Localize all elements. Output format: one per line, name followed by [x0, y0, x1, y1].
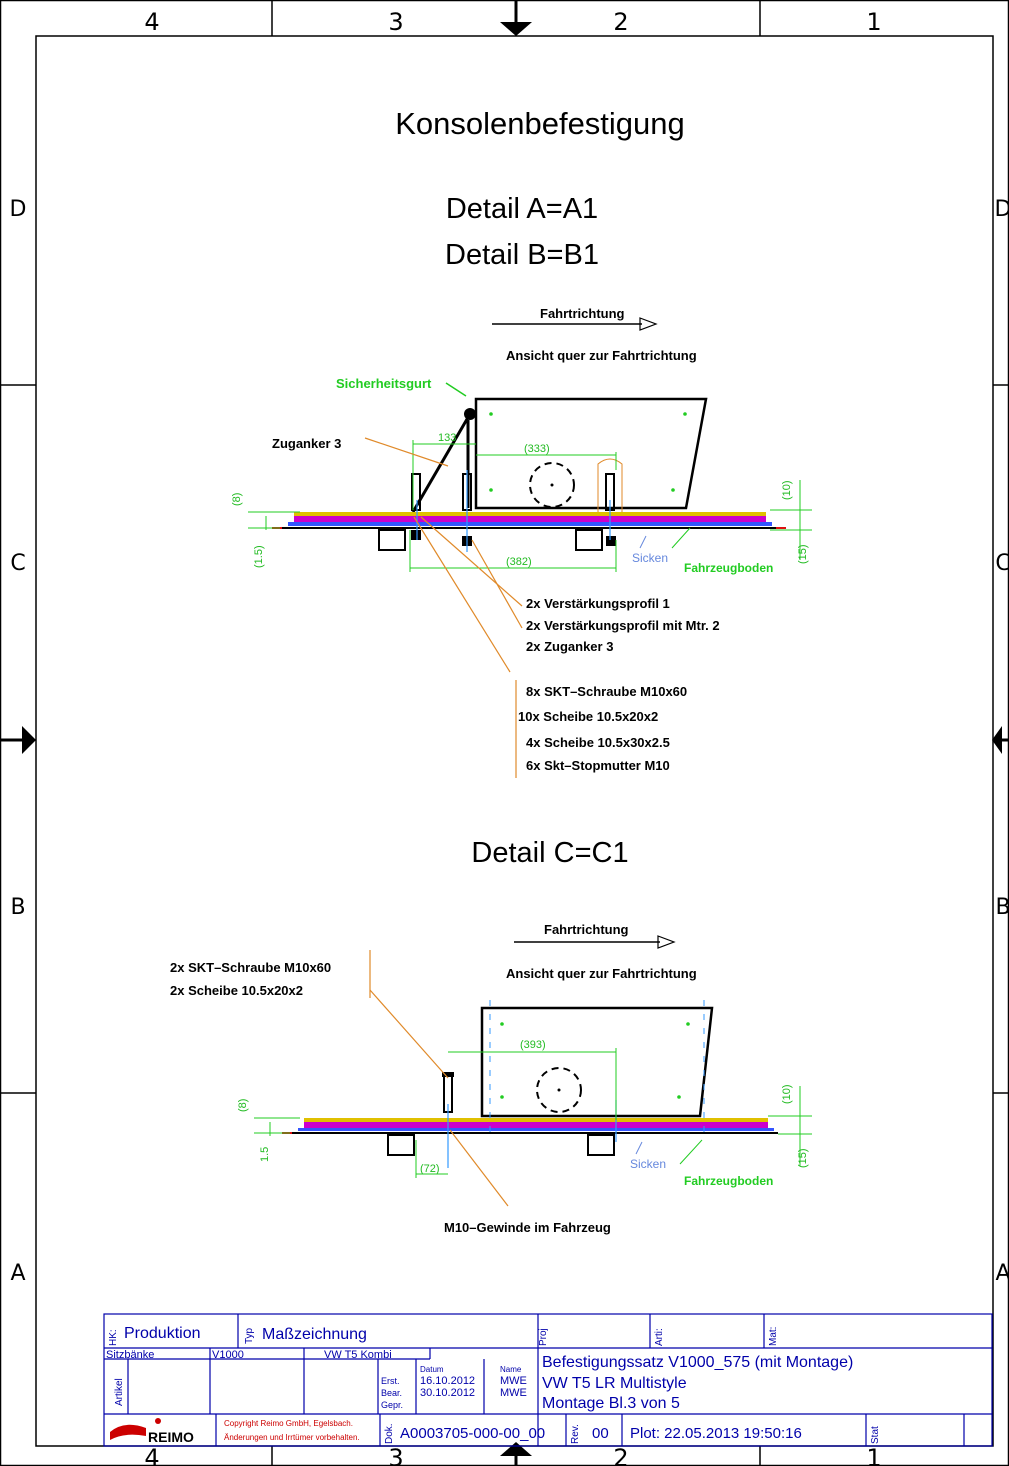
tb-copyright-1: Copyright Reimo GmbH, Egelsbach.	[224, 1419, 353, 1428]
row-label-d: D	[10, 197, 27, 222]
column-label-4: 4	[144, 8, 159, 36]
detail-c-heading: Detail C=C1	[471, 837, 628, 869]
tb-arti-label: Arti:	[654, 1328, 665, 1346]
title-block	[103, 1313, 993, 1447]
dim-8-c: (8)	[237, 1099, 249, 1112]
tb-row2-a: Sitzbänke	[106, 1349, 154, 1361]
direction-label-c: Fahrtrichtung	[544, 922, 629, 937]
parts-c-2: 2x Scheibe 10.5x20x2	[170, 983, 303, 998]
tb-name2: MWE	[500, 1387, 527, 1399]
belt-label: Sicherheitsgurt	[336, 376, 432, 391]
tb-desc1: Befestigungssatz V1000_575 (mit Montage)	[542, 1354, 853, 1371]
row-label-b: B	[10, 895, 25, 920]
tb-typ-value: Maßzeichnung	[262, 1326, 367, 1343]
dim-15-left-ab: (1.5)	[253, 545, 265, 568]
column-label-2-bottom: 2	[613, 1444, 628, 1466]
row-label-b-right: B	[995, 895, 1009, 920]
parts-b-3: 4x Scheibe 10.5x30x2.5	[526, 735, 670, 750]
reimo-logo-text: REIMO	[148, 1429, 194, 1445]
view-label-ab: Ansicht quer zur Fahrtrichtung	[506, 348, 697, 363]
tb-copyright-2: Änderungen und Irrtümer vorbehalten.	[224, 1433, 360, 1442]
dim-15-left-c: 1.5	[259, 1147, 271, 1162]
tb-plot: Plot: 22.05.2013 19:50:16	[630, 1425, 802, 1442]
tb-hk-label: HK:	[108, 1329, 119, 1346]
tb-row2-c: VW T5 Kombi	[324, 1349, 392, 1361]
tb-typ-label: Typ	[244, 1327, 255, 1344]
tb-datum: Datum	[420, 1365, 444, 1374]
thread-label: M10–Gewinde im Fahrzeug	[444, 1220, 611, 1235]
column-label-3-bottom: 3	[388, 1444, 403, 1466]
tb-row2-b: V1000	[212, 1349, 244, 1361]
reimo-logo: REIMO	[110, 1418, 194, 1445]
detail-ab-drawing	[248, 317, 812, 778]
dim-8-ab: (8)	[231, 493, 243, 506]
tb-doc-number: A0003705-000-00_00	[400, 1425, 545, 1442]
parts-a-1: 2x Verstärkungsprofil 1	[526, 596, 670, 611]
parts-b-2: 10x Scheibe 10.5x20x2	[518, 709, 658, 724]
anchor-label: Zuganker 3	[272, 436, 341, 451]
tb-rev-label: Rev.	[570, 1424, 581, 1444]
dim-382: (382)	[506, 556, 532, 568]
dim-133: 133	[438, 432, 456, 444]
column-label-2: 2	[613, 8, 628, 36]
floor-label-ab: Fahrzeugboden	[684, 561, 773, 575]
tb-erst: Erst.	[381, 1376, 400, 1386]
tb-artikel-label: Artikel	[114, 1378, 125, 1406]
tb-mat-label: Mat:	[768, 1327, 779, 1346]
row-label-a: A	[10, 1261, 25, 1286]
column-label-4-bottom: 4	[144, 1444, 159, 1466]
tb-proj-label: Proj	[538, 1328, 549, 1346]
row-label-a-right: A	[995, 1261, 1009, 1286]
tb-name: Name	[500, 1365, 522, 1374]
tb-date2: 30.10.2012	[420, 1387, 475, 1399]
tb-gepr: Gepr.	[381, 1400, 403, 1410]
row-label-c: C	[10, 551, 25, 576]
parts-b-4: 6x Skt–Stopmutter M10	[526, 758, 670, 773]
parts-b-1: 8x SKT–Schraube M10x60	[526, 684, 687, 699]
tb-rev-value: 00	[592, 1425, 609, 1442]
dim-72: (72)	[420, 1163, 440, 1175]
dim-10-c: (10)	[781, 1084, 793, 1104]
detail-a-heading: Detail A=A1	[446, 193, 598, 225]
tb-date1: 16.10.2012	[420, 1375, 475, 1387]
tb-dok-label: Dok.	[384, 1423, 395, 1444]
detail-c-drawing	[254, 935, 812, 1207]
column-label-1: 1	[866, 8, 881, 36]
parts-c-1: 2x SKT–Schraube M10x60	[170, 960, 331, 975]
row-label-c-right: C	[995, 551, 1009, 576]
parts-a-2: 2x Verstärkungsprofil mit Mtr. 2	[526, 618, 720, 633]
column-label-1-bottom: 1	[866, 1444, 881, 1466]
dim-15-right-c: (15)	[797, 1148, 809, 1168]
dim-393: (393)	[520, 1039, 546, 1051]
view-label-c: Ansicht quer zur Fahrtrichtung	[506, 966, 697, 981]
tb-bear: Bear.	[381, 1388, 402, 1398]
detail-b-heading: Detail B=B1	[445, 239, 599, 271]
dim-15-right-ab: (15)	[797, 544, 809, 564]
tb-desc3: Montage Bl.3 von 5	[542, 1395, 680, 1412]
tb-name1: MWE	[500, 1375, 527, 1387]
dim-333: (333)	[524, 443, 550, 455]
column-label-3: 3	[388, 8, 403, 36]
tb-desc2: VW T5 LR Multistyle	[542, 1375, 687, 1392]
tb-hk-value: Produktion	[124, 1325, 201, 1342]
direction-label-ab: Fahrtrichtung	[540, 306, 625, 321]
sicken-label-c: Sicken	[630, 1157, 666, 1171]
floor-label-c: Fahrzeugboden	[684, 1174, 773, 1188]
dim-10-ab: (10)	[781, 480, 793, 500]
parts-a-3: 2x Zuganker 3	[526, 639, 613, 654]
drawing-title: Konsolenbefestigung	[395, 106, 685, 141]
sicken-label-ab: Sicken	[632, 551, 668, 565]
row-label-d-right: D	[995, 197, 1009, 222]
tb-stat-label: Stat	[870, 1426, 881, 1444]
